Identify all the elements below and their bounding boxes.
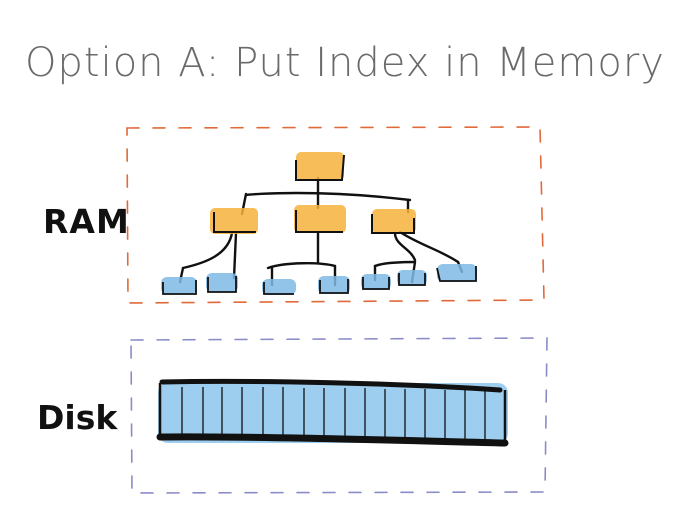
disk-label: Disk xyxy=(37,398,118,437)
leaf-node xyxy=(361,274,391,290)
leaf-node xyxy=(206,273,238,292)
leaf-nodes xyxy=(161,264,477,295)
leaf-node xyxy=(397,270,427,286)
slide-title: Option A: Put Index in Memory xyxy=(25,40,665,86)
leaf-node xyxy=(262,279,296,295)
ram-label: RAM xyxy=(43,202,130,241)
leaf-node xyxy=(161,277,197,294)
index-nodes xyxy=(210,152,416,234)
leaf-node xyxy=(318,276,350,294)
disk-file xyxy=(156,378,509,447)
root-node xyxy=(296,152,344,180)
index-node-left xyxy=(210,208,258,234)
index-node-center xyxy=(294,205,346,233)
index-node-right xyxy=(372,209,416,233)
leaf-node xyxy=(437,264,477,282)
